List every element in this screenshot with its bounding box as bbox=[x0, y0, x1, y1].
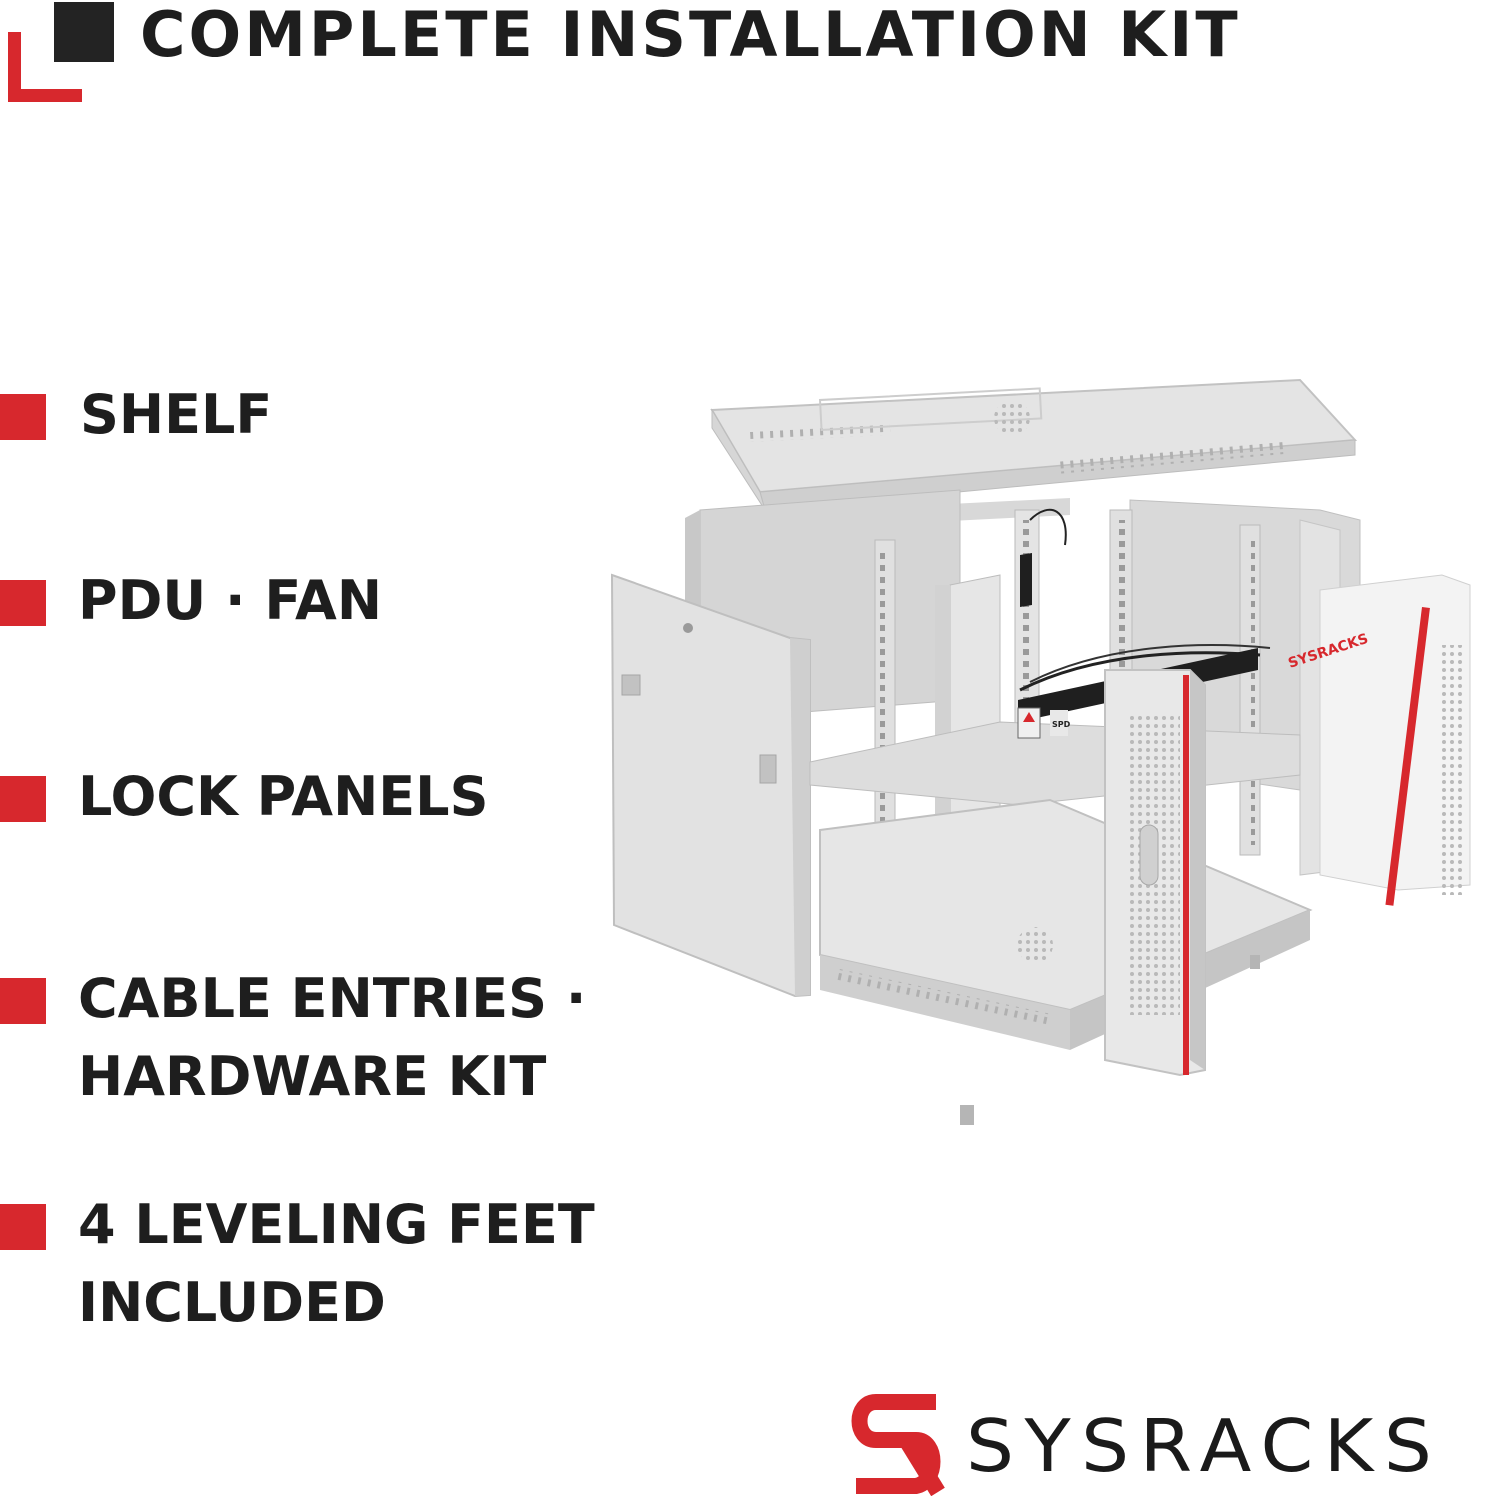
brand-logo: SYSRACKS bbox=[846, 1392, 1491, 1500]
sysracks-logo-icon bbox=[851, 1394, 945, 1496]
feature-label: CABLE ENTRIES · HARDWARE KIT bbox=[78, 960, 586, 1116]
feature-label-line: 4 LEVELING FEET bbox=[78, 1193, 595, 1256]
bullet-icon bbox=[0, 776, 46, 822]
feature-label: LOCK PANELS bbox=[78, 758, 488, 836]
feature-label-line: CABLE ENTRIES · bbox=[78, 967, 587, 1030]
page-title: COMPLETE INSTALLATION KIT bbox=[140, 0, 1241, 71]
bullet-icon bbox=[0, 394, 46, 440]
feature-label-line: LOCK PANELS bbox=[78, 765, 489, 828]
left-door bbox=[610, 573, 811, 998]
cabinet-illustration: SPD SYSRACKS bbox=[610, 378, 1471, 1125]
brand-name: SYSRACKS bbox=[966, 1404, 1443, 1488]
feature-label: 4 LEVELING FEET INCLUDED bbox=[78, 1186, 595, 1342]
feature-label: SHELF bbox=[80, 376, 272, 454]
bullet-icon bbox=[0, 1204, 46, 1250]
top-cover bbox=[710, 378, 1358, 522]
feature-label-line: SHELF bbox=[80, 383, 273, 446]
base-plate bbox=[819, 798, 1313, 1125]
feature-label-line: PDU · FAN bbox=[78, 569, 383, 632]
bullet-icon bbox=[0, 978, 46, 1024]
feature-label-line: HARDWARE KIT bbox=[78, 1045, 547, 1108]
bullet-icon bbox=[0, 580, 46, 626]
front-door bbox=[1104, 669, 1206, 1077]
feature-label-line: INCLUDED bbox=[78, 1271, 386, 1334]
right-door: SYSRACKS bbox=[1286, 574, 1471, 906]
feature-list: SHELF PDU · FAN LOCK PANELS CABLE ENTRIE… bbox=[0, 0, 620, 1500]
corner-logo-icon bbox=[8, 2, 114, 102]
feature-label: PDU · FAN bbox=[78, 562, 382, 640]
pdu-spd-label: SPD bbox=[1052, 720, 1071, 729]
